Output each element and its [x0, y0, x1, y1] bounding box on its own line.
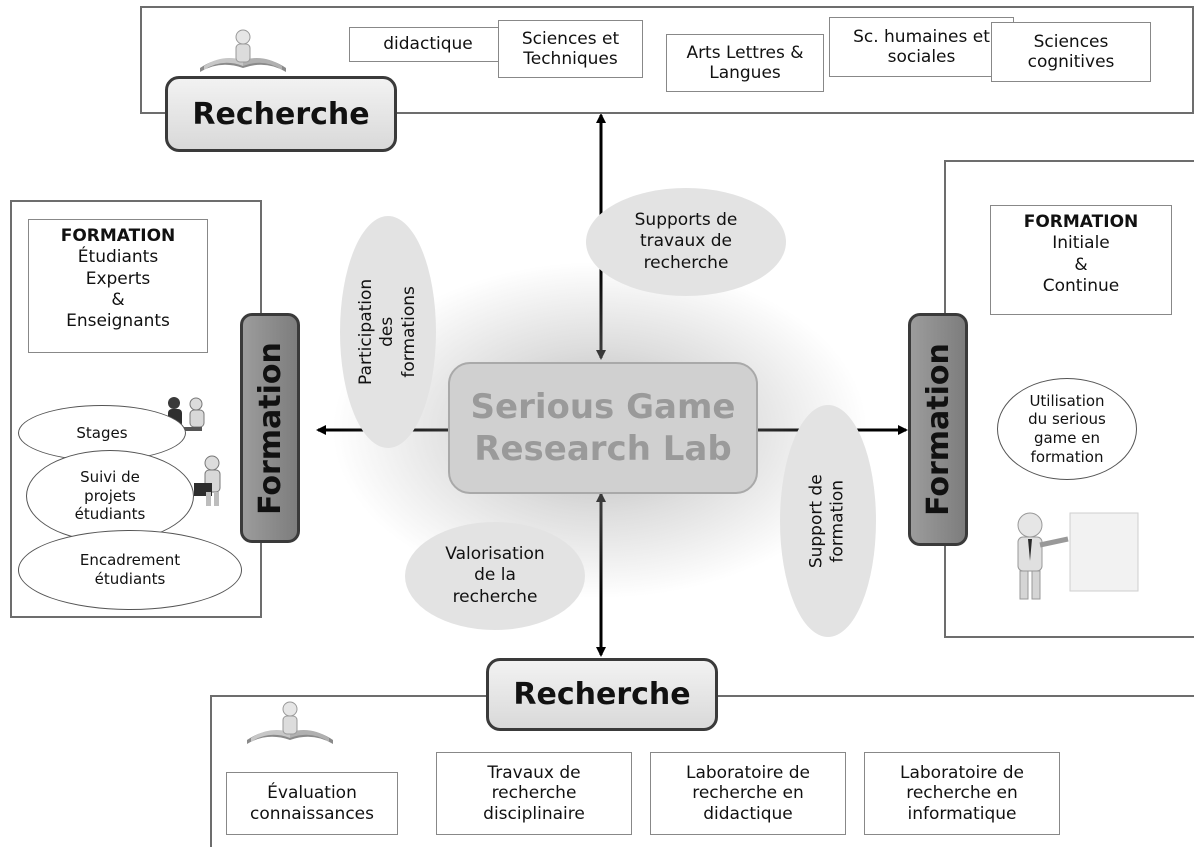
link-bubble-right: Support de formation	[780, 405, 876, 637]
formation-audience: Étudiants Experts & Enseignants	[66, 247, 170, 331]
link-bubble-left-text: Participation des formations	[356, 278, 419, 386]
discipline-box: Sc. humaines et sociales	[829, 17, 1014, 77]
discipline-box: Sciences et Techniques	[498, 20, 643, 78]
reader-book-icon	[198, 28, 288, 76]
formation-label-left: Formation	[240, 313, 300, 543]
formation-type: Initiale & Continue	[1042, 233, 1120, 296]
discipline-box: didactique	[349, 27, 507, 62]
discipline-box: Sciences cognitives	[991, 22, 1151, 82]
link-bubble-top: Supports de travaux de recherche	[586, 188, 786, 296]
formation-title: FORMATION	[1023, 212, 1139, 232]
link-bubble-left: Participation des formations	[340, 216, 436, 448]
link-bubble-bottom: Valorisation de la recherche	[405, 522, 585, 630]
formation-label-right-text: Formation	[920, 343, 956, 516]
research-box: Laboratoire de recherche en informatique	[864, 752, 1060, 835]
serious-game-lab: Serious Game Research Lab	[448, 362, 758, 494]
formation-label-right: Formation	[908, 313, 968, 546]
right-formation-info: FORMATION Initiale & Continue	[990, 205, 1172, 315]
formation-title: FORMATION	[60, 226, 176, 246]
reader-book-icon	[245, 700, 335, 748]
research-box: Évaluation connaissances	[226, 772, 398, 835]
research-box: Travaux de recherche disciplinaire	[436, 752, 632, 835]
discipline-box: Arts Lettres & Langues	[666, 34, 824, 92]
utilisation-bubble: Utilisation du serious game en formation	[997, 378, 1137, 480]
formation-label-left-text: Formation	[252, 341, 288, 515]
suivi-projets-bubble: Suivi de projets étudiants	[26, 450, 194, 542]
encadrement-bubble: Encadrement étudiants	[18, 530, 242, 610]
left-formation-info: FORMATION Étudiants Experts & Enseignant…	[28, 219, 208, 353]
link-bubble-right-text: Support de formation	[806, 474, 848, 568]
recherche-label-top: Recherche	[165, 76, 397, 152]
recherche-label-bottom: Recherche	[486, 658, 718, 731]
laptop-user-icon	[190, 455, 230, 511]
presenter-board-icon	[1000, 505, 1145, 605]
research-box: Laboratoire de recherche en didactique	[650, 752, 846, 835]
